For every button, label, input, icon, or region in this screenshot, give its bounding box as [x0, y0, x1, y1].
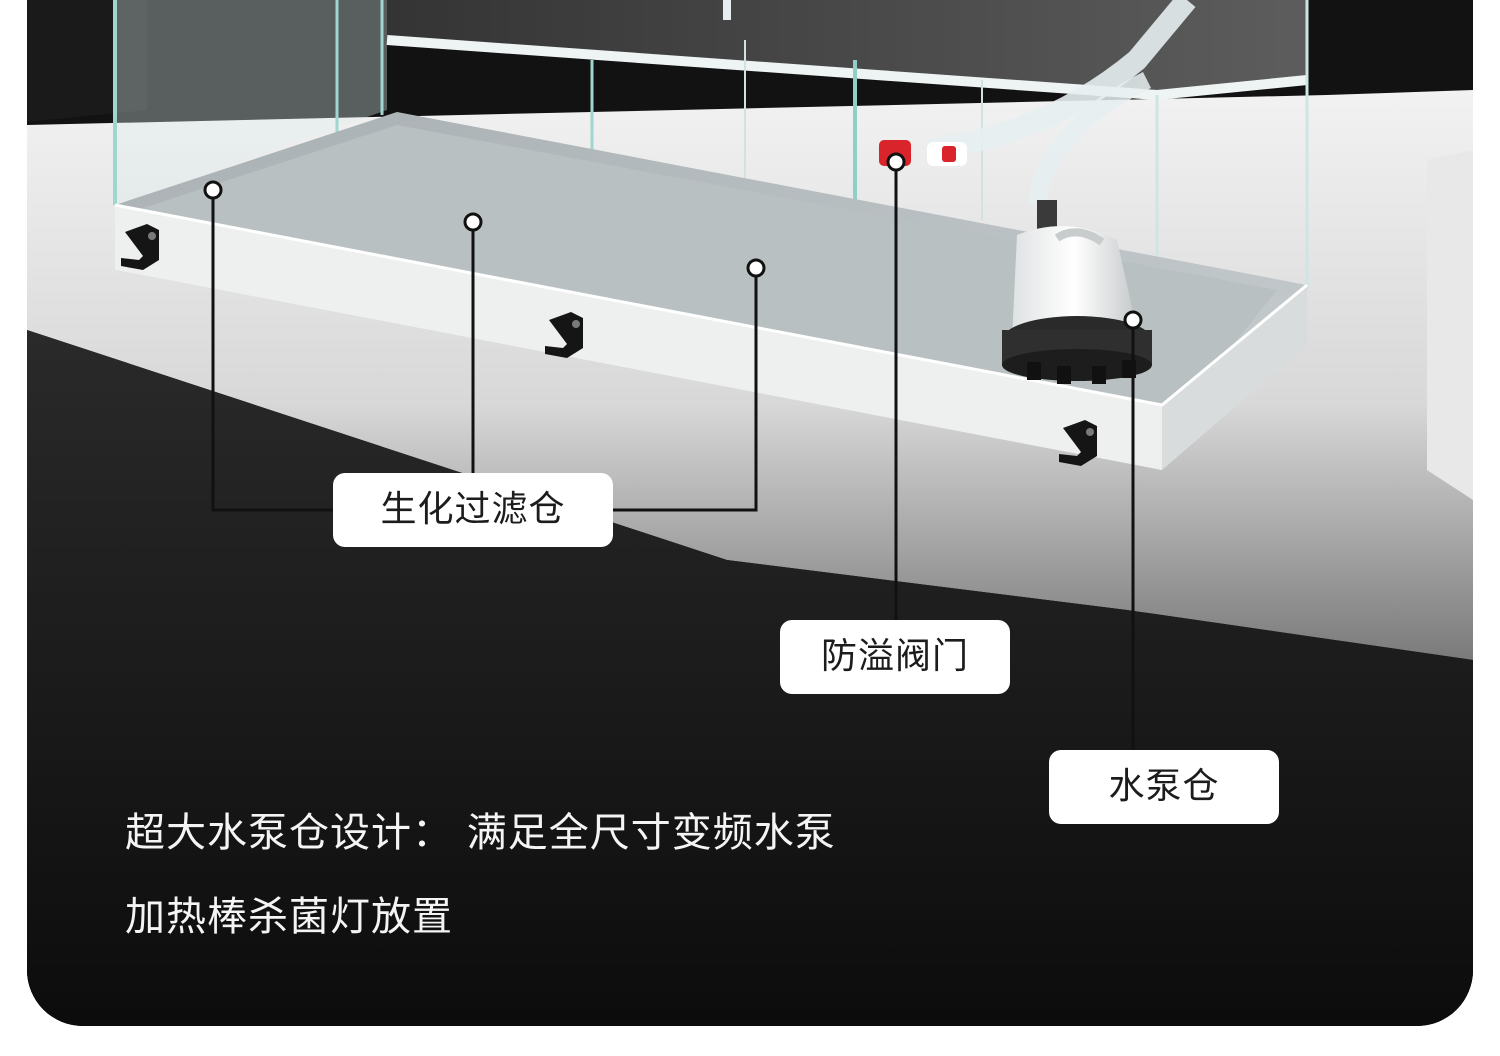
product-card: 生化过滤仓 防溢阀门 水泵仓 超大水泵仓设计： 满足全尺寸变频水泵 加热棒杀菌灯…	[27, 0, 1473, 1026]
callout-text-overflow-valve: 防溢阀门	[820, 636, 969, 677]
callout-text-pump-chamber: 水泵仓	[1108, 766, 1220, 807]
callout-dot-bio-mid	[463, 212, 483, 232]
callout-label-overflow-valve: 防溢阀门	[780, 620, 1010, 694]
description-line-2: 加热棒杀菌灯放置	[125, 894, 453, 940]
callout-line-bio-right	[613, 268, 758, 512]
callout-line-bio-left	[211, 190, 335, 512]
callout-dot-valve	[886, 152, 906, 172]
aquarium-illustration	[27, 0, 1473, 1026]
callout-label-bio-filter: 生化过滤仓	[333, 473, 613, 547]
callout-dot-bio-right	[746, 258, 766, 278]
callout-text-bio-filter: 生化过滤仓	[380, 489, 566, 530]
callout-dot-pump	[1123, 310, 1143, 330]
description-line-1: 超大水泵仓设计： 满足全尺寸变频水泵	[125, 810, 836, 856]
callout-dot-bio-left	[203, 180, 223, 200]
callout-label-pump-chamber: 水泵仓	[1049, 750, 1279, 824]
